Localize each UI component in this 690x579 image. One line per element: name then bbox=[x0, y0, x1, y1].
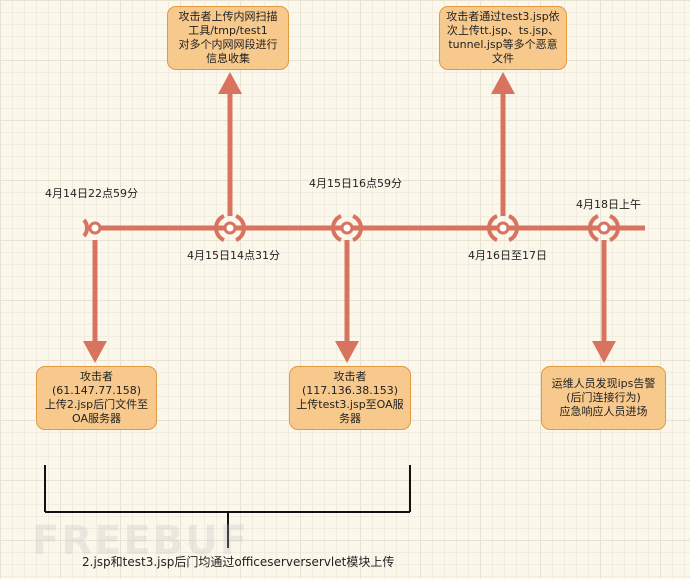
event-line: 运维人员发现ips告警 bbox=[551, 377, 656, 390]
date-label-2: 4月15日14点31分 bbox=[187, 249, 280, 262]
event-box-scan: 攻击者上传内网扫描 工具/tmp/test1 对多个内网网段进行 信息收集 bbox=[167, 6, 289, 70]
timeline-node-5 bbox=[588, 214, 620, 242]
event-line: 上传2.jsp后门文件至 bbox=[44, 398, 149, 411]
date-label-1: 4月14日22点59分 bbox=[45, 187, 138, 200]
arrow-up-upload3 bbox=[491, 72, 515, 216]
event-box-ops: 运维人员发现ips告警 (后门连接行为) 应急响应人员进场 bbox=[541, 366, 666, 430]
bracket-caption: 2.jsp和test3.jsp后门均通过officeserverservlet模… bbox=[82, 555, 395, 569]
date-label-4: 4月16日至17日 bbox=[468, 249, 547, 262]
event-line: 次上传tt.jsp、ts.jsp、 bbox=[446, 24, 560, 37]
event-line: 对多个内网网段进行 bbox=[178, 38, 278, 51]
arrow-down-attacker2 bbox=[335, 240, 359, 363]
timeline-node-1 bbox=[82, 218, 102, 238]
timeline-node-3 bbox=[331, 214, 363, 242]
event-line: 上传test3.jsp至OA服 bbox=[296, 398, 404, 411]
event-line: 攻击者 bbox=[80, 370, 113, 383]
bracket bbox=[44, 465, 411, 548]
event-line: (117.136.38.153) bbox=[301, 384, 399, 397]
event-line: 工具/tmp/test1 bbox=[188, 24, 268, 37]
event-line: tunnel.jsp等多个恶意 bbox=[448, 38, 558, 51]
timeline-node-4 bbox=[487, 214, 519, 242]
event-line: (后门连接行为) bbox=[566, 391, 641, 404]
event-box-attacker1: 攻击者 (61.147.77.158) 上传2.jsp后门文件至 OA服务器 bbox=[36, 366, 157, 430]
timeline-node-2 bbox=[214, 214, 246, 242]
event-line: 攻击者通过test3.jsp依 bbox=[446, 10, 560, 23]
event-line: 务器 bbox=[339, 412, 361, 425]
event-box-upload3: 攻击者通过test3.jsp依 次上传tt.jsp、ts.jsp、 tunnel… bbox=[439, 6, 567, 70]
event-line: 攻击者上传内网扫描 bbox=[178, 10, 278, 23]
arrow-down-attacker1 bbox=[83, 240, 107, 363]
date-label-3: 4月15日16点59分 bbox=[309, 177, 402, 190]
arrow-up-scan bbox=[218, 72, 242, 216]
date-label-5: 4月18日上午 bbox=[576, 198, 641, 211]
event-line: OA服务器 bbox=[72, 412, 121, 425]
arrow-down-ops bbox=[592, 240, 616, 363]
watermark: FREEBUF bbox=[32, 518, 250, 564]
event-line: 信息收集 bbox=[206, 52, 250, 65]
event-line: 应急响应人员进场 bbox=[559, 405, 648, 418]
event-line: 攻击者 bbox=[333, 370, 367, 383]
event-box-attacker2: 攻击者 (117.136.38.153) 上传test3.jsp至OA服 务器 bbox=[289, 366, 411, 430]
event-line: 文件 bbox=[492, 52, 514, 65]
event-line: (61.147.77.158) bbox=[51, 384, 142, 397]
